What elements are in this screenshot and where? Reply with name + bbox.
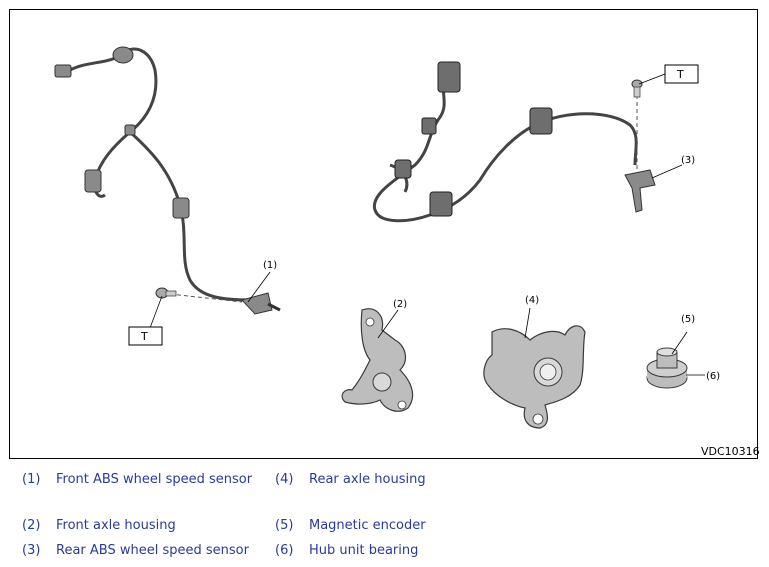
rear-abs-harness xyxy=(372,79,638,223)
rear-bolt xyxy=(631,79,643,98)
legend-number: (4) xyxy=(275,472,294,487)
torque-label-rear: T xyxy=(676,68,684,81)
legend-label: Front axle housing xyxy=(56,518,176,533)
legend-number: (3) xyxy=(22,543,41,558)
legend-label: Rear ABS wheel speed sensor xyxy=(56,543,249,558)
legend-label: Magnetic encoder xyxy=(309,518,426,533)
front-abs-sensor xyxy=(169,292,281,315)
rear-axle-housing xyxy=(483,325,586,429)
torque-box-front: T xyxy=(128,326,163,346)
leader-1 xyxy=(247,271,271,303)
front-bolt xyxy=(155,287,177,299)
callout-3: (3) xyxy=(681,155,695,166)
parts-legend: (1) Front ABS wheel speed sensor (4) Rear … xyxy=(0,466,769,566)
figure-id: VDC10316 xyxy=(701,445,759,458)
legend-item: (6) Hub unit bearing xyxy=(275,543,418,558)
legend-item: (5) Magnetic encoder xyxy=(275,518,426,533)
legend-number: (1) xyxy=(22,472,41,487)
legend-number: (2) xyxy=(22,518,41,533)
callout-1: (1) xyxy=(263,260,277,271)
legend-label: Hub unit bearing xyxy=(309,543,419,558)
callout-6: (6) xyxy=(706,371,720,382)
leader-5 xyxy=(671,331,688,355)
legend-label: Rear axle housing xyxy=(309,472,426,487)
leader-t-rear xyxy=(638,73,666,85)
legend-item: (2) Front axle housing xyxy=(22,518,176,533)
torque-box-rear: T xyxy=(664,64,699,84)
torque-label-front: T xyxy=(140,330,148,343)
front-axle-housing xyxy=(341,308,414,412)
callout-5: (5) xyxy=(681,314,695,325)
callout-4: (4) xyxy=(525,295,539,306)
leader-4 xyxy=(524,307,531,339)
legend-item: (1) Front ABS wheel speed sensor xyxy=(22,472,252,487)
legend-label: Front ABS wheel speed sensor xyxy=(56,472,253,487)
leader-t-front xyxy=(149,295,163,329)
legend-number: (5) xyxy=(275,518,294,533)
rear-abs-sensor xyxy=(624,95,656,213)
hub-unit-bearing xyxy=(646,347,688,389)
diagram-frame: (1) (2) (3) (4) (5) (6) T T VDC10316 xyxy=(9,9,759,459)
parts-diagram: (1) (2) (3) (4) (5) (6) T T VDC10316 xyxy=(54,46,759,458)
legend-item: (4) Rear axle housing xyxy=(275,472,426,487)
callout-2: (2) xyxy=(393,299,407,310)
rear-harness-connectors xyxy=(394,61,553,217)
leader-3 xyxy=(651,164,683,179)
leader-2 xyxy=(377,309,399,339)
front-harness-connectors xyxy=(54,46,190,219)
legend-item: (3) Rear ABS wheel speed sensor xyxy=(22,543,249,558)
legend-number: (6) xyxy=(275,543,294,558)
